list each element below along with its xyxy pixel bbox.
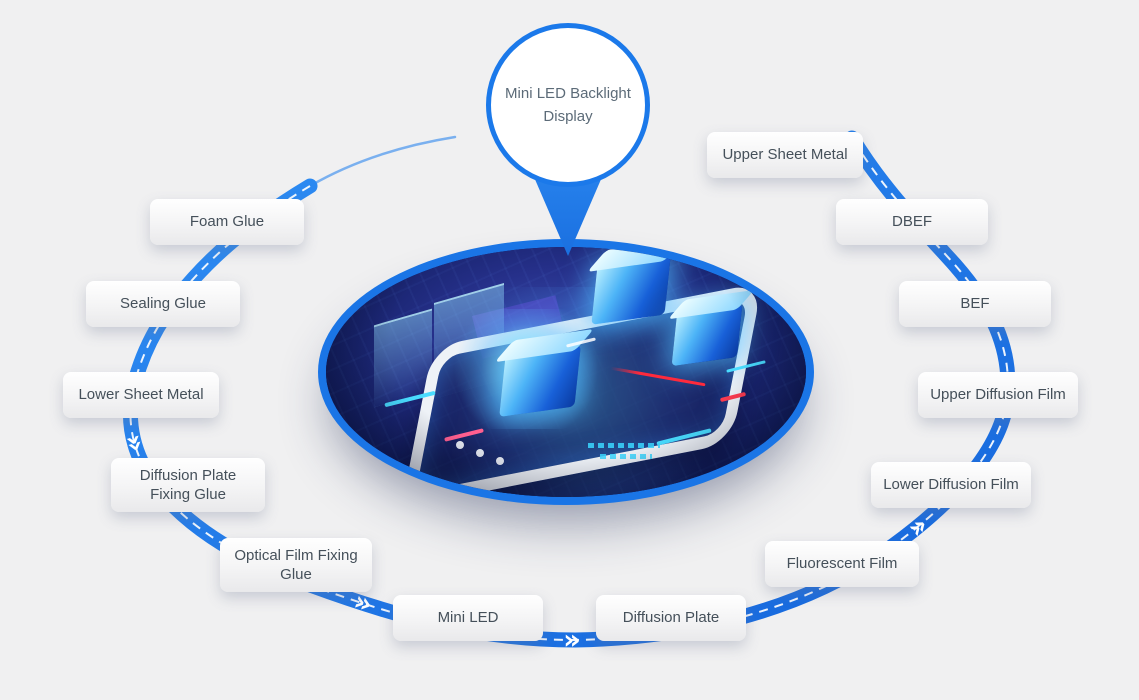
node-label: Diffusion Plate [622, 609, 720, 627]
node-lower-sheet-metal: Lower Sheet Metal [63, 372, 219, 418]
node-dbef: DBEF [836, 199, 988, 245]
node-foam-glue: Foam Glue [150, 199, 304, 245]
node-label: Upper Sheet Metal [722, 146, 848, 164]
node-mini-led: Mini LED [393, 595, 543, 641]
node-label: DBEF [891, 213, 932, 231]
node-optical-film-fixing-glue: Optical Film Fixing Glue [220, 538, 372, 592]
chevron-icon: » [118, 430, 153, 455]
node-fluorescent-film: Fluorescent Film [765, 541, 919, 587]
node-label: BEF [960, 295, 990, 313]
node-label: Sealing Glue [120, 295, 206, 313]
node-upper-sheet-metal: Upper Sheet Metal [707, 132, 863, 178]
node-label: Mini LED [437, 609, 499, 627]
node-label: Diffusion Plate Fixing Glue [139, 466, 237, 504]
title-bubble: Mini LED Backlight Display [486, 23, 650, 187]
ring-tail-line [308, 135, 457, 188]
node-lower-diffusion-film: Lower Diffusion Film [871, 462, 1031, 508]
node-label: Lower Sheet Metal [78, 386, 204, 404]
node-sealing-glue: Sealing Glue [86, 281, 240, 327]
title-text: Mini LED Backlight Display [505, 84, 631, 125]
node-label: Lower Diffusion Film [883, 476, 1019, 494]
node-upper-diffusion-film: Upper Diffusion Film [918, 372, 1078, 418]
node-label: Foam Glue [189, 213, 265, 231]
node-diffusion-plate: Diffusion Plate [596, 595, 746, 641]
node-label: Upper Diffusion Film [930, 386, 1066, 404]
chevron-icon: » [563, 625, 580, 656]
node-label: Fluorescent Film [786, 555, 898, 573]
vignette [326, 247, 806, 497]
center-illustration [318, 239, 814, 505]
node-diffusion-plate-fixing-glue: Diffusion Plate Fixing Glue [111, 458, 265, 512]
node-label: Optical Film Fixing Glue [234, 546, 358, 584]
node-bef: BEF [899, 281, 1051, 327]
